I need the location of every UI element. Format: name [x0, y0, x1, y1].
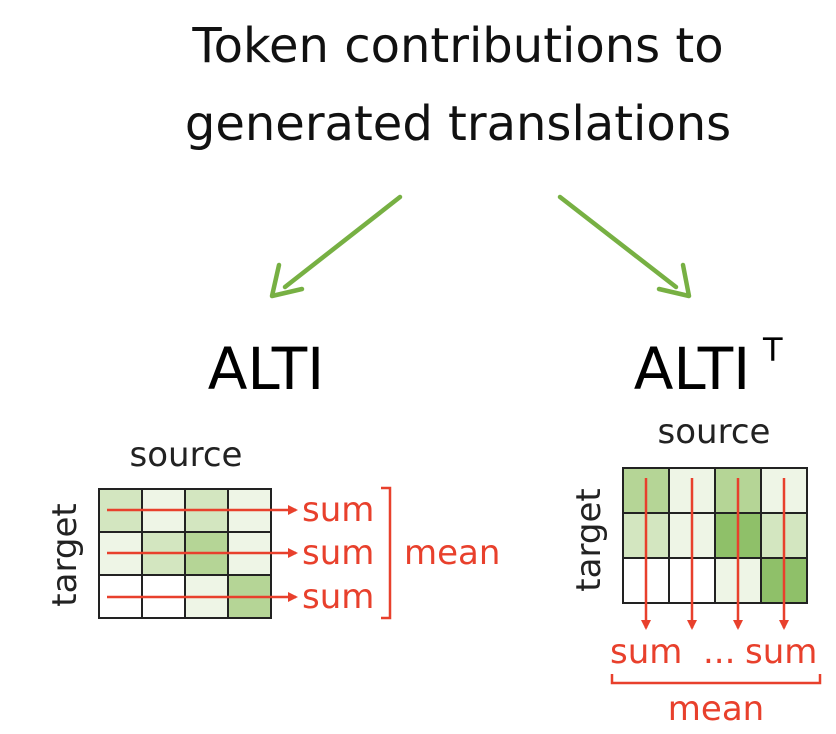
left-green-arrow [269, 194, 403, 299]
alti-t-label: ALTI [634, 335, 751, 403]
title-line-2: generated translations [185, 96, 731, 152]
left-row-arrows [107, 505, 298, 602]
right-mean-label: mean [668, 689, 764, 729]
right-source-label: source [658, 412, 771, 452]
right-sum-label-left: sum [610, 632, 682, 672]
right-target-label: target [569, 488, 609, 591]
left-sum-label: sum [302, 490, 374, 530]
right-green-arrow [557, 194, 692, 299]
left-mean-bracket [381, 486, 392, 620]
right-col-arrows [641, 478, 789, 630]
left-sum-label: sum [302, 577, 374, 617]
title-line-1: Token contributions to [191, 18, 723, 74]
left-sum-label: sum [302, 533, 374, 573]
right-ellipsis: ... [703, 632, 735, 672]
alti-t-superscript: T [762, 331, 783, 369]
right-grid [622, 467, 808, 604]
left-target-label: target [45, 503, 85, 606]
left-mean-label: mean [404, 533, 500, 573]
right-mean-bracket [610, 674, 822, 685]
alti-label: ALTI [208, 335, 325, 403]
left-source-label: source [130, 435, 243, 475]
right-sum-label-right: sum [745, 632, 817, 672]
